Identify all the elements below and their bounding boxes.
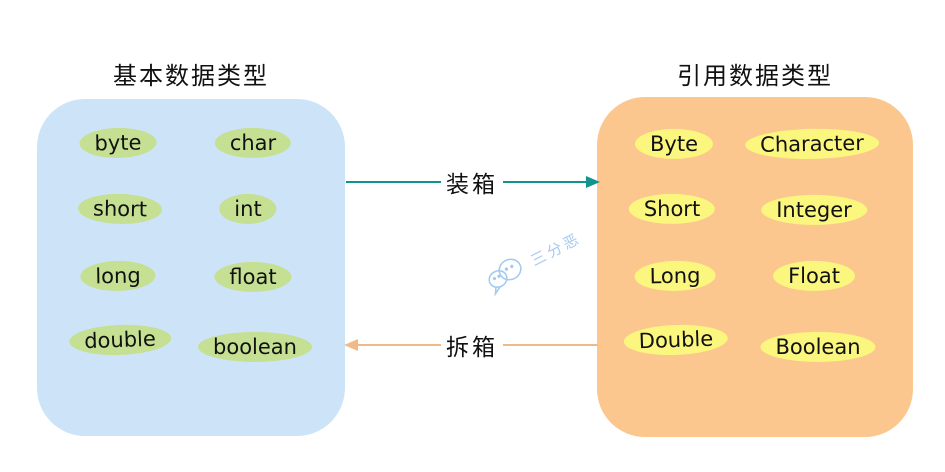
- type-pill-float: float: [214, 261, 292, 293]
- reference-types-panel: Byte Character Short Integer Long Float …: [597, 97, 913, 437]
- unboxing-arrow: 拆箱: [344, 328, 598, 362]
- wrapper-pill-float: Float: [773, 260, 855, 292]
- wrapper-pill-character: Character: [744, 127, 880, 161]
- boxing-arrow: 装箱: [346, 165, 600, 199]
- wrapper-pill-byte: Byte: [635, 128, 713, 160]
- wrapper-pill-integer: Integer: [761, 194, 867, 226]
- type-pill-int: int: [219, 193, 277, 225]
- wrapper-pill-short: Short: [628, 193, 716, 225]
- type-pill-char: char: [214, 127, 292, 159]
- arrow-right-icon: [586, 176, 600, 188]
- wrapper-pill-boolean: Boolean: [760, 331, 876, 363]
- wrapper-pill-long: Long: [634, 260, 716, 292]
- type-pill-long: long: [80, 260, 156, 292]
- unboxing-label: 拆箱: [441, 328, 503, 362]
- type-pill-boolean: boolean: [198, 331, 312, 363]
- watermark: 三分恶: [479, 222, 587, 298]
- boxing-label: 装箱: [441, 165, 503, 199]
- reference-types-title: 引用数据类型: [677, 64, 833, 90]
- primitive-types-title: 基本数据类型: [113, 64, 269, 90]
- arrow-left-icon: [344, 339, 358, 351]
- type-pill-short: short: [77, 193, 163, 225]
- type-pill-byte: byte: [79, 127, 157, 159]
- primitive-types-panel: byte char short int long float double bo…: [37, 99, 345, 436]
- wechat-doodle-icon: [488, 258, 522, 297]
- wrapper-pill-double: Double: [623, 323, 729, 357]
- watermark-text: 三分恶: [527, 228, 584, 270]
- type-pill-double: double: [68, 323, 172, 357]
